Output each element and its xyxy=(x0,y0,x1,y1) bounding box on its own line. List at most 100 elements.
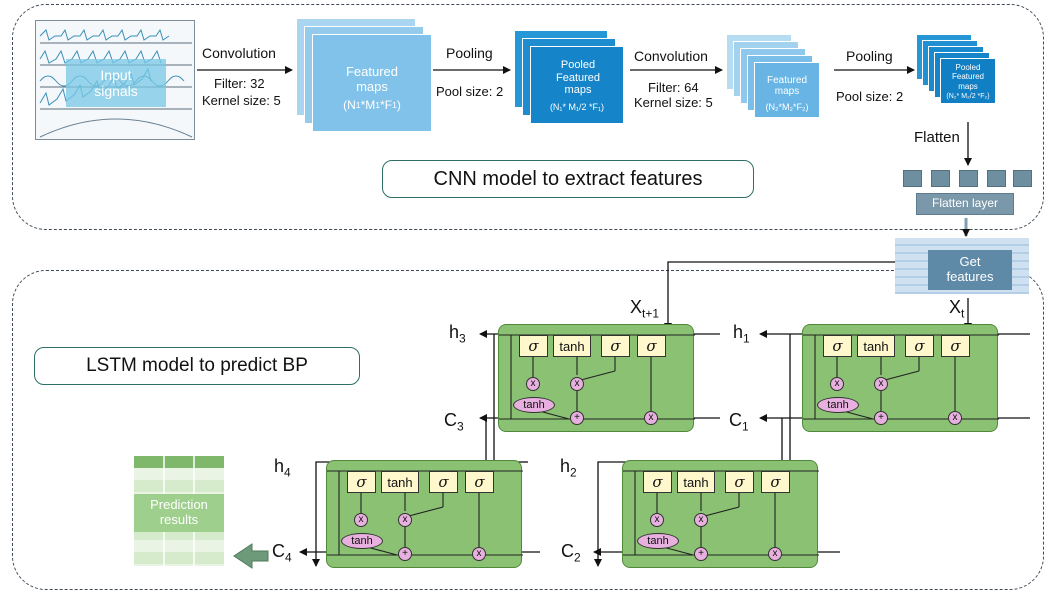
cell-wire xyxy=(404,506,444,518)
forget-gate-sigma: σ xyxy=(823,335,852,357)
candidate-gate-tanh: tanh xyxy=(553,335,591,357)
label-h3: h3 xyxy=(449,322,466,346)
label-main: C xyxy=(561,541,574,561)
feature-map-2-layer xyxy=(754,62,820,118)
cell-wire xyxy=(576,370,616,382)
pool2-size: Pool size: 2 xyxy=(836,89,904,104)
cell-wire xyxy=(700,506,740,518)
cell-output-tanh: tanh xyxy=(341,533,383,549)
cell-wire xyxy=(842,410,874,420)
conv1-filter: Filter: 32 xyxy=(214,76,265,91)
label-sub: 3 xyxy=(457,419,464,434)
label-sub: 4 xyxy=(285,550,292,565)
cell-output-tanh: tanh xyxy=(637,533,679,549)
flatten-unit xyxy=(931,170,950,187)
pool1-size: Pool size: 2 xyxy=(436,84,504,99)
cell-wire xyxy=(538,410,570,420)
pooled-map-2-layer xyxy=(940,58,996,104)
forget-multiply-op: x xyxy=(526,377,540,391)
cell-wire xyxy=(366,546,398,556)
conv2-filter: Filter: 64 xyxy=(648,80,699,95)
label-sub: 2 xyxy=(570,465,577,480)
cell-wire xyxy=(880,370,920,382)
output-gate-sigma: σ xyxy=(761,471,790,493)
pooled-map-1-formula: (N₁* M₁/2 *F₁) xyxy=(549,101,605,112)
label-main: X xyxy=(630,297,643,317)
flatten-unit xyxy=(903,170,922,187)
pooled-map-2-formula: (N₂* M₂/2 *F₂) xyxy=(946,92,990,100)
output-gate-sigma: σ xyxy=(637,335,666,357)
cell-add-op: + xyxy=(398,547,412,561)
label-c4: C4 xyxy=(272,541,292,565)
label-h4: h4 xyxy=(274,456,291,480)
input-multiply-op: x xyxy=(570,377,584,391)
fmap1-formula-part: *M xyxy=(360,98,376,113)
label-sub: 1 xyxy=(743,331,750,346)
candidate-gate-tanh: tanh xyxy=(857,335,895,357)
label-sub: 3 xyxy=(459,331,466,346)
fmap1-formula-part: 1 xyxy=(375,100,381,111)
lstm-section-label: LSTM model to predict BP xyxy=(34,347,360,385)
flatten-label: Flatten xyxy=(914,129,960,146)
fmap1-formula-part: 1 xyxy=(355,100,361,111)
feature-map-1-layer xyxy=(312,34,432,132)
label-main: h xyxy=(274,456,285,476)
input-signals-highlight xyxy=(66,59,166,107)
input-multiply-op: x xyxy=(398,513,412,527)
label-sub: t xyxy=(961,306,965,321)
input-gate-sigma: σ xyxy=(905,335,934,357)
label-c1: C1 xyxy=(729,410,749,434)
cell-add-op: + xyxy=(874,411,888,425)
label-h2: h2 xyxy=(560,456,577,480)
fmap1-formula-part: 1 xyxy=(392,100,397,111)
label-main: C xyxy=(444,410,457,430)
label-c2: C2 xyxy=(561,541,581,565)
forget-multiply-op: x xyxy=(354,513,368,527)
feature-map-1-title: Featured maps xyxy=(345,64,399,94)
feature-map-2-formula: (N₂*M₂*F₂) xyxy=(765,101,809,112)
fmap1-formula-part: *F xyxy=(380,98,393,113)
flatten-unit xyxy=(959,170,978,187)
label-sub: 2 xyxy=(574,550,581,565)
label-sub: 4 xyxy=(284,465,291,480)
label-sub: 1 xyxy=(742,419,749,434)
fmap1-formula-part: (N xyxy=(343,98,356,113)
conv1-title: Convolution xyxy=(202,45,276,61)
output-gate-sigma: σ xyxy=(465,471,494,493)
input-signals-panel: Input signals xyxy=(35,20,195,140)
output-multiply-op: x xyxy=(768,547,782,561)
prediction-results-label: Prediction results xyxy=(134,494,224,532)
candidate-gate-tanh: tanh xyxy=(381,471,419,493)
forget-multiply-op: x xyxy=(650,513,664,527)
pooled-map-1-layer xyxy=(530,46,624,124)
output-multiply-op: x xyxy=(644,411,658,425)
label-c3: C3 xyxy=(444,410,464,434)
cell-output-tanh: tanh xyxy=(817,397,859,413)
conv1-kernel: Kernel size: 5 xyxy=(202,93,281,108)
forget-gate-sigma: σ xyxy=(347,471,376,493)
input-gate-sigma: σ xyxy=(601,335,630,357)
label-x-t-plus-1: Xt+1 xyxy=(630,297,659,321)
feature-map-2-title: Featured maps xyxy=(766,74,808,98)
cnn-section-label: CNN model to extract features xyxy=(382,160,754,198)
pool1-title: Pooling xyxy=(446,45,493,61)
pooled-map-1-title: Pooled Featured maps xyxy=(555,59,601,97)
flatten-unit xyxy=(987,170,1006,187)
input-gate-sigma: σ xyxy=(725,471,754,493)
cnn-section-border xyxy=(12,4,1044,230)
input-multiply-op: x xyxy=(694,513,708,527)
output-gate-sigma: σ xyxy=(941,335,970,357)
conv2-kernel: Kernel size: 5 xyxy=(634,95,713,110)
label-main: h xyxy=(449,322,460,342)
input-signals-label: Input signals xyxy=(94,66,138,99)
candidate-gate-tanh: tanh xyxy=(677,471,715,493)
flatten-layer-box: Flatten layer xyxy=(916,193,1014,215)
label-x-t: Xt xyxy=(949,297,964,321)
label-main: C xyxy=(729,410,742,430)
cell-output-tanh: tanh xyxy=(513,397,555,413)
conv2-title: Convolution xyxy=(634,48,708,64)
